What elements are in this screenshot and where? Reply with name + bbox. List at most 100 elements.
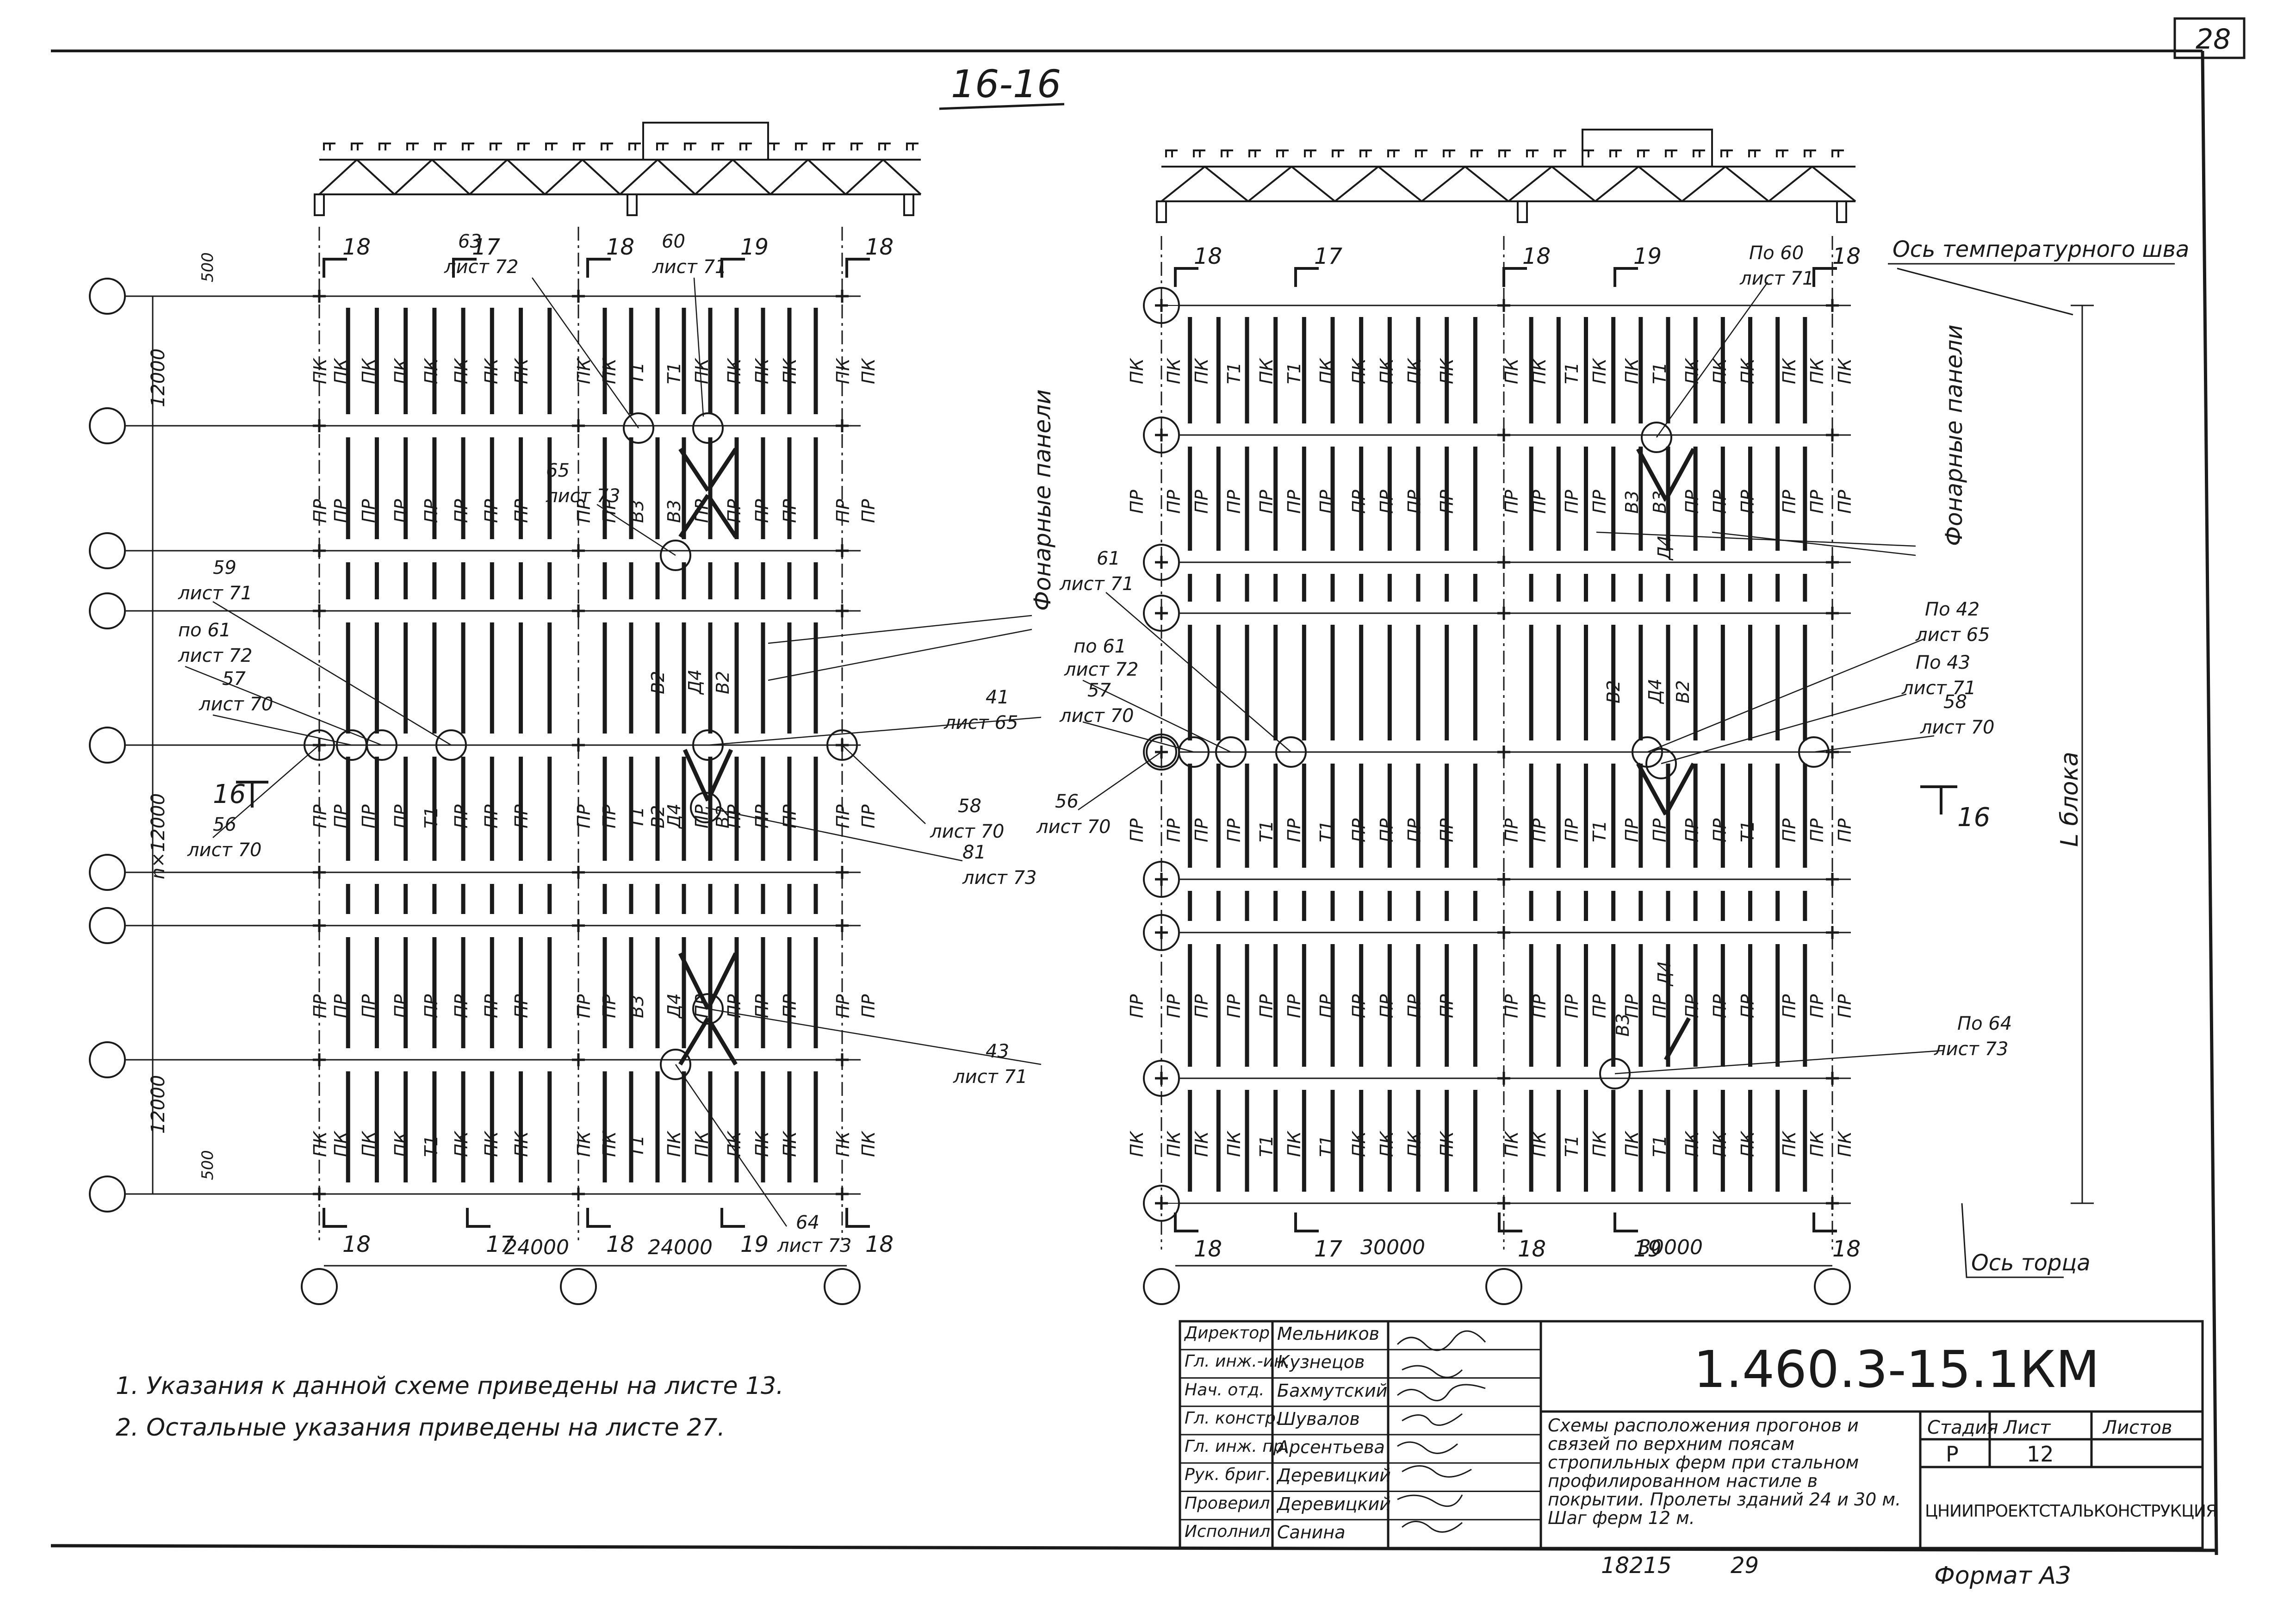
dim-12000-top: 12000	[148, 348, 169, 407]
leader-line	[596, 504, 676, 556]
purlin-symbol	[1665, 149, 1677, 157]
bracing	[1664, 1017, 1691, 1061]
callout-circle	[1215, 736, 1247, 768]
section-mark	[1174, 267, 1198, 287]
callout-num: 81	[962, 842, 986, 863]
member-label: 18	[865, 234, 894, 260]
truss-diagonal	[1768, 166, 1813, 202]
callout-sheet: лист 70	[930, 821, 1004, 842]
member-label: ПР	[724, 804, 745, 828]
member-label: ПР	[1224, 994, 1244, 1018]
member-label: ПР	[1589, 490, 1610, 514]
member-label: ПК	[1437, 357, 1457, 384]
purlin-symbol	[1276, 149, 1289, 157]
column-stub	[903, 193, 914, 216]
member-label: 19	[1633, 1236, 1662, 1262]
purlin-symbol	[1415, 149, 1427, 157]
leader-line	[212, 714, 352, 746]
member-label: ПР	[1779, 818, 1800, 842]
section-16-right-arrow	[1920, 785, 1957, 815]
callout-sheet: лист 71	[652, 256, 726, 278]
dim-24000-a: 24000	[504, 1236, 569, 1259]
member-label: ПР	[599, 499, 620, 523]
purlin-symbol	[1498, 149, 1511, 157]
purlin-symbol	[1248, 149, 1261, 157]
callout-num: 57	[222, 668, 246, 690]
member-label: ПК	[331, 357, 351, 384]
member-label: ПК	[481, 357, 502, 384]
member-label: ПР	[310, 994, 330, 1018]
member-label: 17	[1314, 243, 1343, 269]
member-label: 18	[342, 1231, 371, 1257]
member-label: ПК	[1191, 357, 1212, 384]
purlin-symbol	[823, 143, 835, 150]
member-label: ПК	[1437, 1130, 1457, 1157]
callout-num: 60	[662, 231, 685, 252]
leader-line	[1712, 531, 1916, 556]
axis-bubble	[560, 1268, 597, 1305]
leader-line	[707, 716, 1042, 746]
title-role: Директор	[1185, 1324, 1270, 1343]
section-title: 16-16	[951, 62, 1061, 106]
member-label: ПР	[391, 499, 411, 523]
member-label: ПР	[1807, 994, 1827, 1018]
member-label: В2	[713, 805, 733, 828]
truss-diagonal	[1812, 166, 1856, 202]
callout-sheet: лист 73	[546, 485, 620, 507]
member-label: ПК	[1529, 357, 1550, 384]
member-label: ПК	[511, 1130, 532, 1157]
member-label: Д4	[664, 803, 684, 829]
section-16-right: 16	[1957, 802, 1990, 833]
member-label: ПК	[359, 357, 379, 384]
axis-bubble	[89, 907, 126, 944]
callout-circle	[690, 792, 721, 823]
member-label: ПР	[1807, 490, 1827, 514]
title-name: Шувалов	[1277, 1408, 1360, 1429]
callout-num: 61	[1097, 548, 1120, 569]
purlin-symbol	[1776, 149, 1788, 157]
member-label: ПР	[780, 804, 800, 828]
callout-sheet: лист 71	[1739, 268, 1814, 289]
member-label: Т1	[1316, 821, 1337, 842]
member-label: ПР	[1437, 994, 1457, 1018]
member-label: 18	[606, 234, 634, 260]
member-label: ПР	[511, 499, 532, 523]
member-label: Д4	[664, 993, 684, 1019]
callout-num: 56	[213, 814, 236, 835]
member-label: 18	[1194, 243, 1222, 269]
member-label: ПК	[1807, 357, 1827, 384]
page-number: 29	[1731, 1553, 1759, 1579]
callout-circle	[366, 729, 397, 761]
purlin-symbol	[573, 143, 585, 150]
member-label: ПР	[1377, 490, 1397, 514]
member-label: ПК	[1164, 357, 1184, 384]
truss-diagonal	[1551, 166, 1596, 202]
member-label: 18	[342, 234, 371, 260]
callout-num: 56	[1055, 791, 1079, 812]
callout-num: По 60	[1749, 243, 1804, 264]
end-axis-label: Ось торца	[1971, 1250, 2091, 1276]
bracing	[706, 448, 738, 492]
callout-num: 58	[1943, 691, 1967, 713]
callout-circle	[435, 729, 467, 761]
member-label: ПК	[310, 357, 330, 384]
member-label: ПР	[1224, 818, 1244, 842]
member-label: ПР	[1256, 994, 1277, 1018]
callout-circle	[623, 412, 654, 444]
callout-circle	[304, 729, 335, 761]
member-label: ПР	[858, 994, 879, 1018]
callout-sheet: лист 71	[1059, 573, 1134, 595]
member-label: ПК	[1284, 1130, 1304, 1157]
callout-num: По 64	[1957, 1013, 2012, 1034]
member-label: ПР	[1224, 490, 1244, 514]
member-label: ПР	[359, 499, 379, 523]
section-mark	[1613, 267, 1638, 287]
member-label: В2	[648, 671, 668, 694]
title-name: Арсентьева	[1277, 1437, 1385, 1457]
member-label: ПК	[1682, 1130, 1702, 1157]
callout-circle	[660, 540, 691, 571]
member-label: Т1	[627, 1135, 647, 1157]
member-label: ПК	[1502, 357, 1522, 384]
truss-diagonal	[1247, 166, 1292, 202]
section-mark	[1174, 1213, 1198, 1232]
